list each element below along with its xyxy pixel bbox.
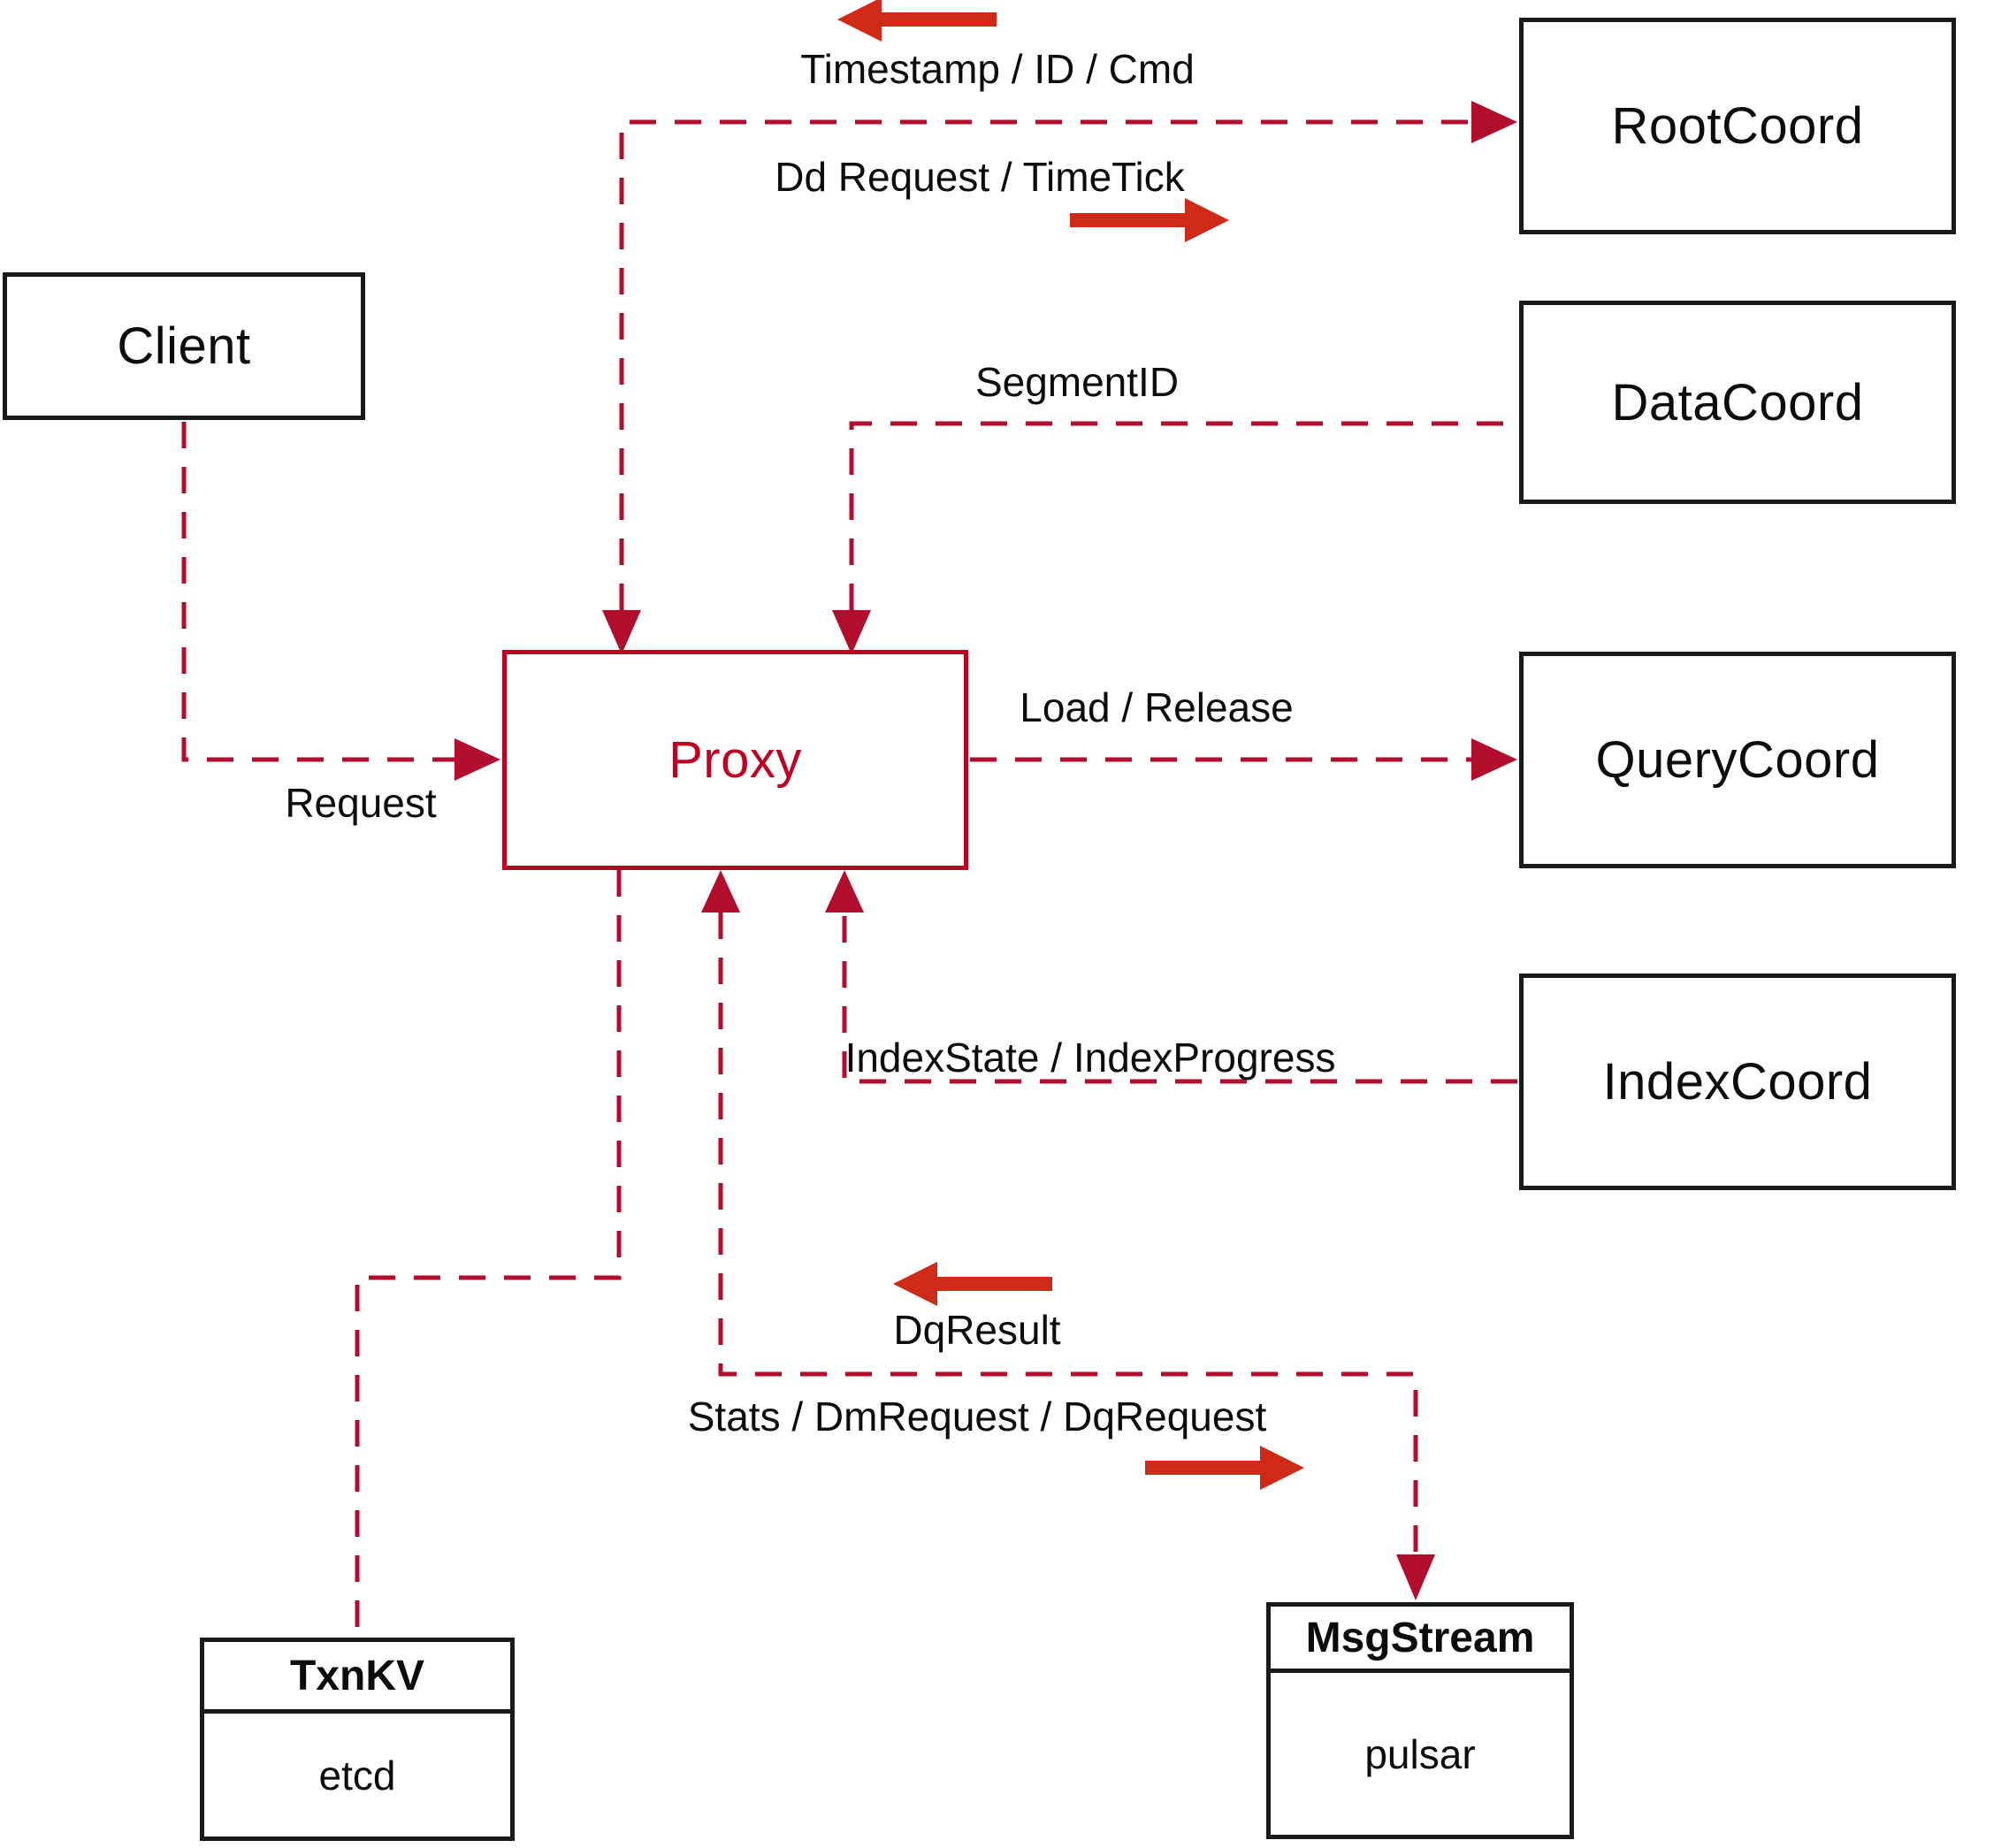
arrowhead-into-querycoord-icon	[1471, 738, 1517, 781]
indexcoord-label: IndexCoord	[1602, 1053, 1873, 1111]
edge-label-timestamp-id-cmd: Timestamp / ID / Cmd	[800, 46, 1195, 92]
arrowhead-into-proxy-bottom-right-icon	[825, 870, 864, 913]
node-proxy: Proxy	[502, 650, 968, 870]
edge-label-dd-request-timetick: Dd Request / TimeTick	[775, 154, 1185, 200]
edge-label-segmentid: SegmentID	[974, 359, 1180, 405]
edge-datacoord-proxy	[849, 421, 1517, 610]
direction-arrow-right-bottom-icon	[1145, 1446, 1304, 1490]
txnkv-title: TxnKV	[204, 1642, 510, 1714]
txnkv-impl: etcd	[318, 1752, 396, 1798]
proxy-label: Proxy	[668, 731, 802, 789]
edge-proxy-msgstream	[718, 913, 1418, 1554]
edge-label-request: Request	[285, 780, 437, 826]
node-indexcoord: IndexCoord	[1519, 974, 1956, 1190]
node-txnkv: TxnKV etcd	[200, 1638, 515, 1841]
edge-proxy-txnkv	[355, 870, 622, 1636]
direction-arrow-left-top-icon	[837, 0, 997, 42]
client-label: Client	[117, 317, 251, 375]
node-client: Client	[3, 272, 365, 420]
direction-arrow-left-bottom-icon	[893, 1262, 1052, 1306]
querycoord-label: QueryCoord	[1595, 731, 1880, 789]
arrowhead-into-msgstream-icon	[1396, 1554, 1435, 1600]
arrowhead-into-proxy-top-left-icon	[602, 610, 641, 654]
edge-label-dqresult: DqResult	[893, 1307, 1061, 1353]
arrowhead-into-proxy-bottom-middle-icon	[701, 870, 740, 913]
arrowhead-into-proxy-left-icon	[455, 738, 500, 781]
msgstream-impl: pulsar	[1364, 1730, 1476, 1777]
node-msgstream: MsgStream pulsar	[1266, 1602, 1574, 1839]
direction-arrow-right-top-icon	[1070, 198, 1229, 242]
arrowhead-into-rootcoord-icon	[1471, 101, 1517, 143]
arrowhead-into-proxy-top-right-icon	[832, 610, 871, 654]
edge-client-proxy	[181, 422, 455, 762]
rootcoord-label: RootCoord	[1611, 97, 1864, 155]
edge-label-indexstate-indexprogress: IndexState / IndexProgress	[844, 1035, 1336, 1081]
edge-label-load-release: Load / Release	[1020, 684, 1294, 730]
datacoord-label: DataCoord	[1611, 373, 1864, 431]
node-rootcoord: RootCoord	[1519, 18, 1956, 234]
node-querycoord: QueryCoord	[1519, 652, 1956, 868]
edge-label-stats-dmrequest-dqrequest: Stats / DmRequest / DqRequest	[687, 1394, 1267, 1439]
node-datacoord: DataCoord	[1519, 301, 1956, 504]
msgstream-title: MsgStream	[1271, 1607, 1570, 1673]
